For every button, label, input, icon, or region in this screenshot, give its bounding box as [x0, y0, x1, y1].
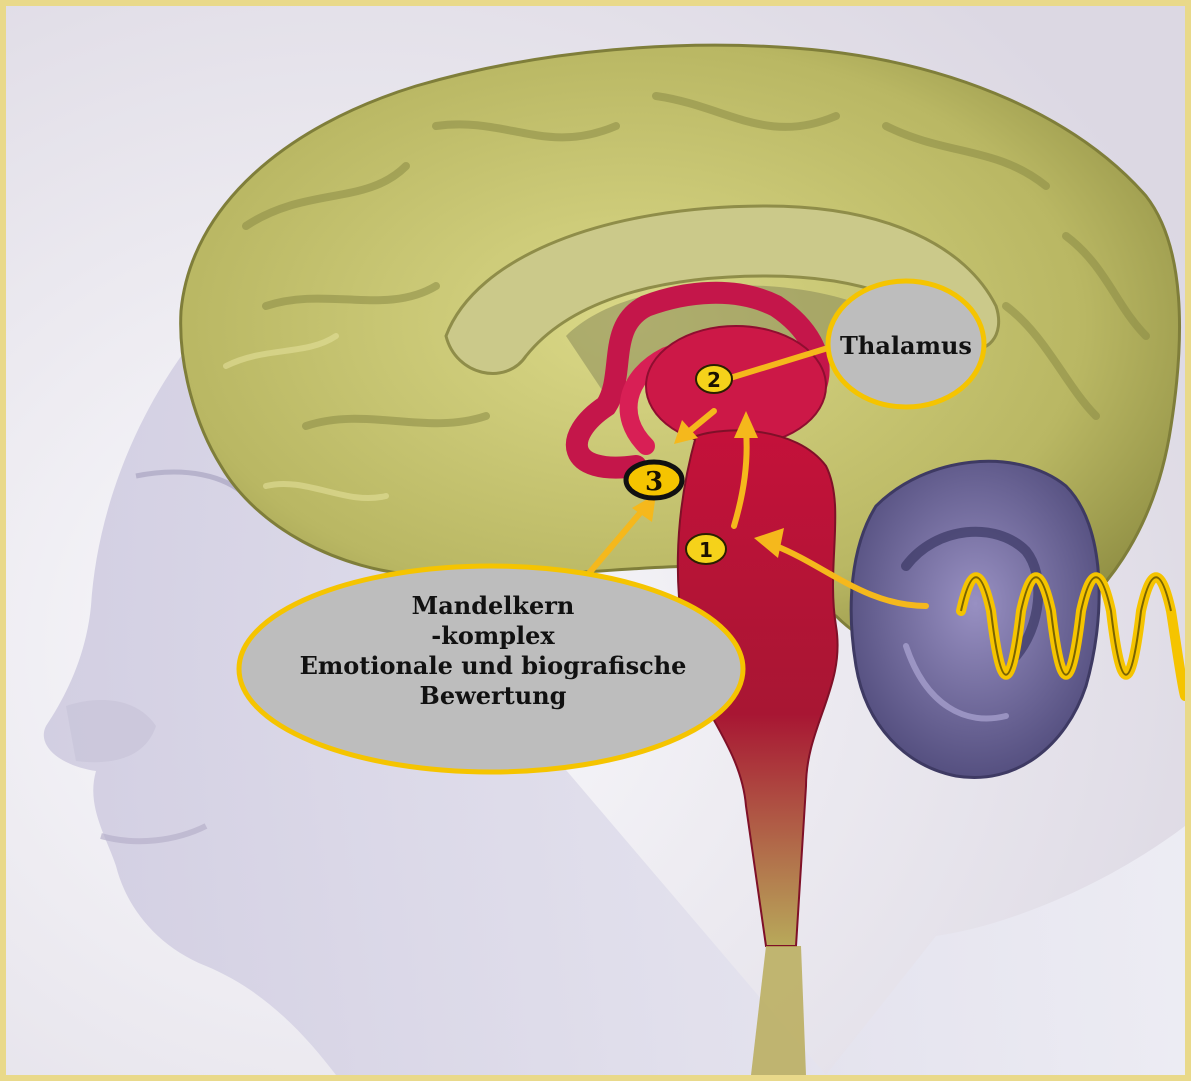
marker-2-label: 2: [707, 368, 721, 392]
marker-3: 3: [626, 462, 682, 498]
brain-diagram-svg: 1 2 3: [6, 6, 1185, 1075]
marker-2: 2: [696, 365, 732, 393]
amygdala-callout: [239, 566, 743, 772]
marker-1: 1: [686, 534, 726, 564]
marker-1-label: 1: [699, 538, 713, 562]
ear-illustration: [851, 461, 1099, 777]
marker-3-label: 3: [645, 467, 663, 497]
thalamus-callout: [828, 281, 984, 407]
